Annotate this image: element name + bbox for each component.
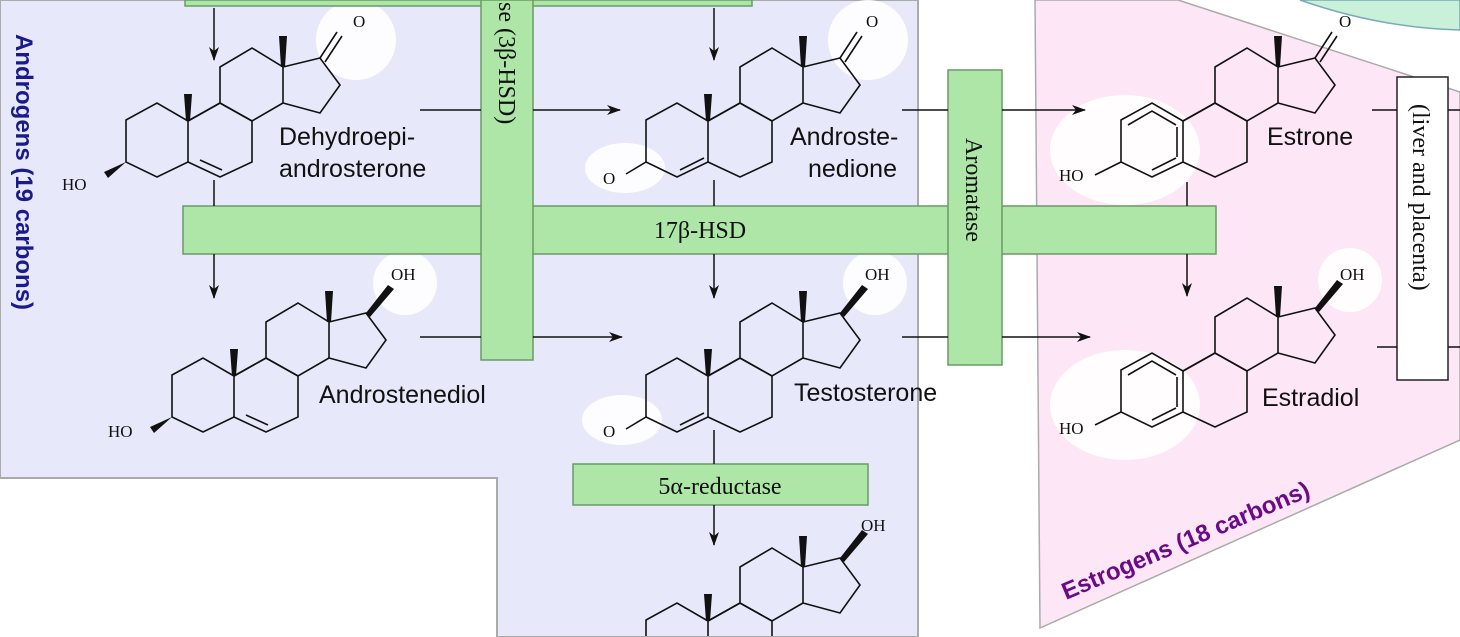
androstenedione-label: nedione bbox=[808, 155, 897, 183]
highlights bbox=[316, 0, 1382, 460]
arrows bbox=[209, 8, 1460, 546]
oh-label: OH bbox=[1340, 265, 1365, 284]
o-label: O bbox=[1339, 12, 1351, 31]
dht-structure bbox=[645, 530, 868, 636]
oh-label: OH bbox=[391, 265, 416, 284]
ho-label: HO bbox=[62, 175, 87, 194]
estradiol-label: Estradiol bbox=[1262, 384, 1359, 412]
hsd17b-bar bbox=[182, 205, 1217, 255]
aromatase-label: Aromatase bbox=[960, 138, 986, 242]
reductase-bar bbox=[572, 463, 869, 506]
top-enzyme-bar bbox=[184, 0, 753, 7]
hsd3b-label: se (3β-HSD) bbox=[493, 2, 519, 124]
androgens-label: Androgens (19 carbons) bbox=[10, 34, 37, 310]
o-label: O bbox=[866, 12, 878, 31]
testosterone-structure bbox=[625, 285, 868, 432]
ho-label: HO bbox=[1059, 419, 1084, 438]
oh-label: OH bbox=[861, 516, 886, 535]
hsd17b-label: 17β-HSD bbox=[654, 218, 746, 244]
estrone-structure bbox=[1095, 31, 1338, 177]
androstenediol-structure bbox=[150, 285, 394, 433]
o-label: O bbox=[353, 12, 365, 31]
androstenedione-structure bbox=[625, 31, 863, 177]
androstenediol-label: Androstenediol bbox=[319, 381, 486, 409]
liver-placenta-box bbox=[1396, 76, 1449, 381]
top-right-region bbox=[1299, 0, 1460, 31]
androgens-region bbox=[0, 0, 919, 637]
o-label: O bbox=[603, 422, 615, 441]
testosterone-label: Testosterone bbox=[794, 379, 937, 407]
reductase-label: 5α-reductase bbox=[658, 474, 781, 500]
dhea-label: Dehydroepi- bbox=[279, 123, 415, 151]
hsd3b-bar bbox=[480, 0, 534, 361]
dhea-structure bbox=[104, 31, 343, 178]
aromatase-bar bbox=[947, 69, 1003, 366]
ho-label: HO bbox=[108, 422, 133, 441]
o-label: O bbox=[603, 169, 615, 188]
ho-label: HO bbox=[1059, 166, 1084, 185]
oh-label: OH bbox=[865, 265, 890, 284]
estrone-label: Estrone bbox=[1267, 123, 1353, 151]
estradiol-structure bbox=[1095, 280, 1343, 427]
androstenedione-label: Androste- bbox=[790, 123, 898, 151]
dhea-label: androsterone bbox=[279, 155, 426, 183]
liver-placenta-label: (liver and placenta) bbox=[1407, 104, 1433, 291]
